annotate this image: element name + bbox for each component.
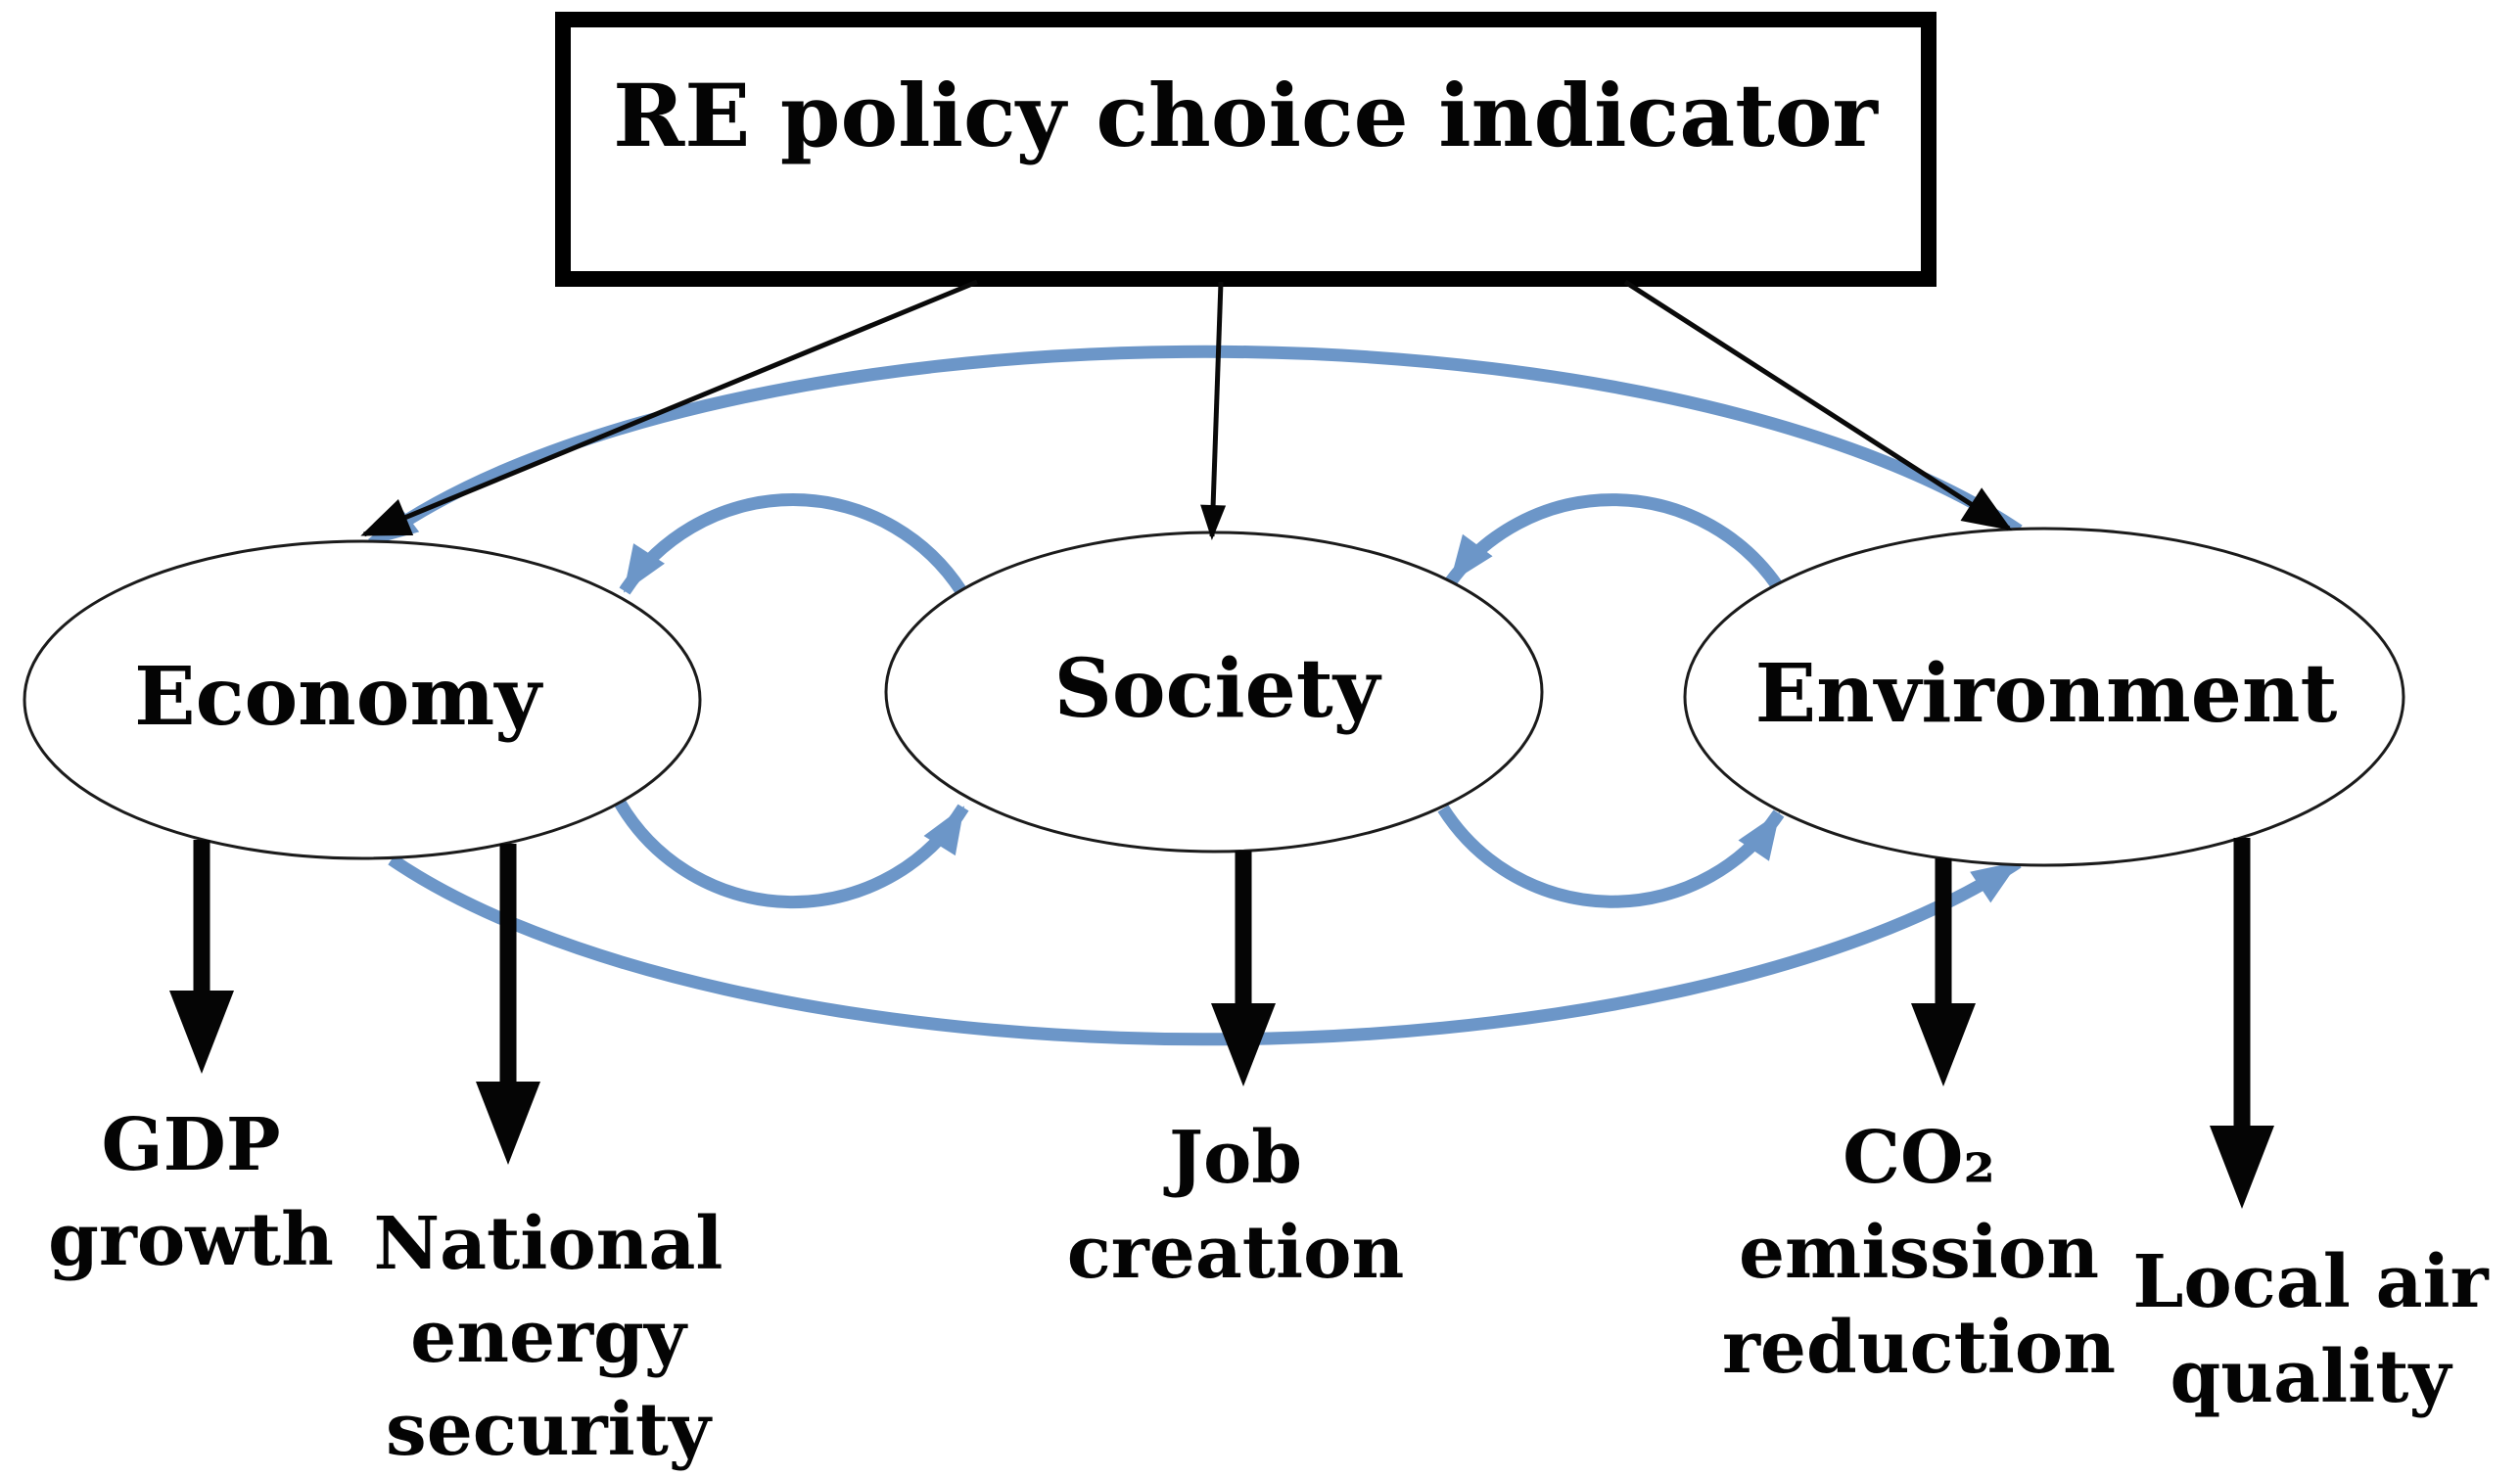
connector-box-to-environment (1623, 279, 2013, 531)
arrowhead-icon (1211, 1003, 1276, 1086)
label-line: security (386, 1388, 713, 1472)
economy-society-cycle-top-arc (619, 493, 967, 595)
arrow-national-energy-security (476, 844, 540, 1165)
arrow-co2-emission-reduction (1911, 858, 1976, 1086)
environment-label: Environment (1755, 647, 2338, 741)
arrowhead-icon (169, 991, 234, 1074)
label-line: GDP (101, 1103, 280, 1187)
arrowhead-icon (476, 1082, 540, 1165)
connector-box-to-economy (360, 279, 978, 537)
label-local-air-quality: Local air quality (2132, 1240, 2489, 1419)
label-line: National (373, 1202, 723, 1286)
policy-indicator-box (555, 12, 1937, 287)
label-line: energy (410, 1295, 688, 1379)
label-line: creation (1067, 1211, 1405, 1295)
economy-society-cycle-bottom-arc (614, 799, 969, 909)
society-label: Society (1054, 642, 1382, 736)
arrowhead-icon (2210, 1126, 2274, 1209)
label-line: growth (48, 1198, 334, 1282)
label-line: Job (1163, 1116, 1302, 1200)
arrowhead-icon (1911, 1003, 1976, 1086)
node-environment (1683, 527, 2405, 867)
label-line: quality (2170, 1335, 2453, 1419)
label-gdp-growth: GDP growth (48, 1103, 334, 1282)
label-job-creation: Job creation (1067, 1116, 1405, 1295)
outer-cycle-top-arc (368, 345, 2023, 550)
label-co2-emission-reduction: CO₂ emission reduction (1722, 1116, 2116, 1390)
node-economy (23, 539, 702, 860)
outer-cycle-bottom-arc (388, 854, 2022, 1046)
label-line: emission (1739, 1211, 2099, 1295)
label-line: reduction (1722, 1306, 2116, 1390)
connector-box-to-society (1200, 281, 1227, 540)
label-line: CO₂ (1843, 1116, 1995, 1200)
label-national-energy-security: National energy security (373, 1202, 723, 1472)
arrow-gdp-growth (169, 840, 234, 1074)
economy-label: Economy (134, 650, 543, 744)
policy-indicator-title: RE policy choice indicator (613, 65, 1879, 166)
society-environment-cycle-top-arc (1445, 493, 1783, 589)
arrow-local-air-quality (2210, 838, 2274, 1209)
society-environment-cycle-bottom-arc (1437, 805, 1785, 908)
label-line: Local air (2132, 1240, 2489, 1324)
arrow-job-creation (1211, 851, 1276, 1086)
